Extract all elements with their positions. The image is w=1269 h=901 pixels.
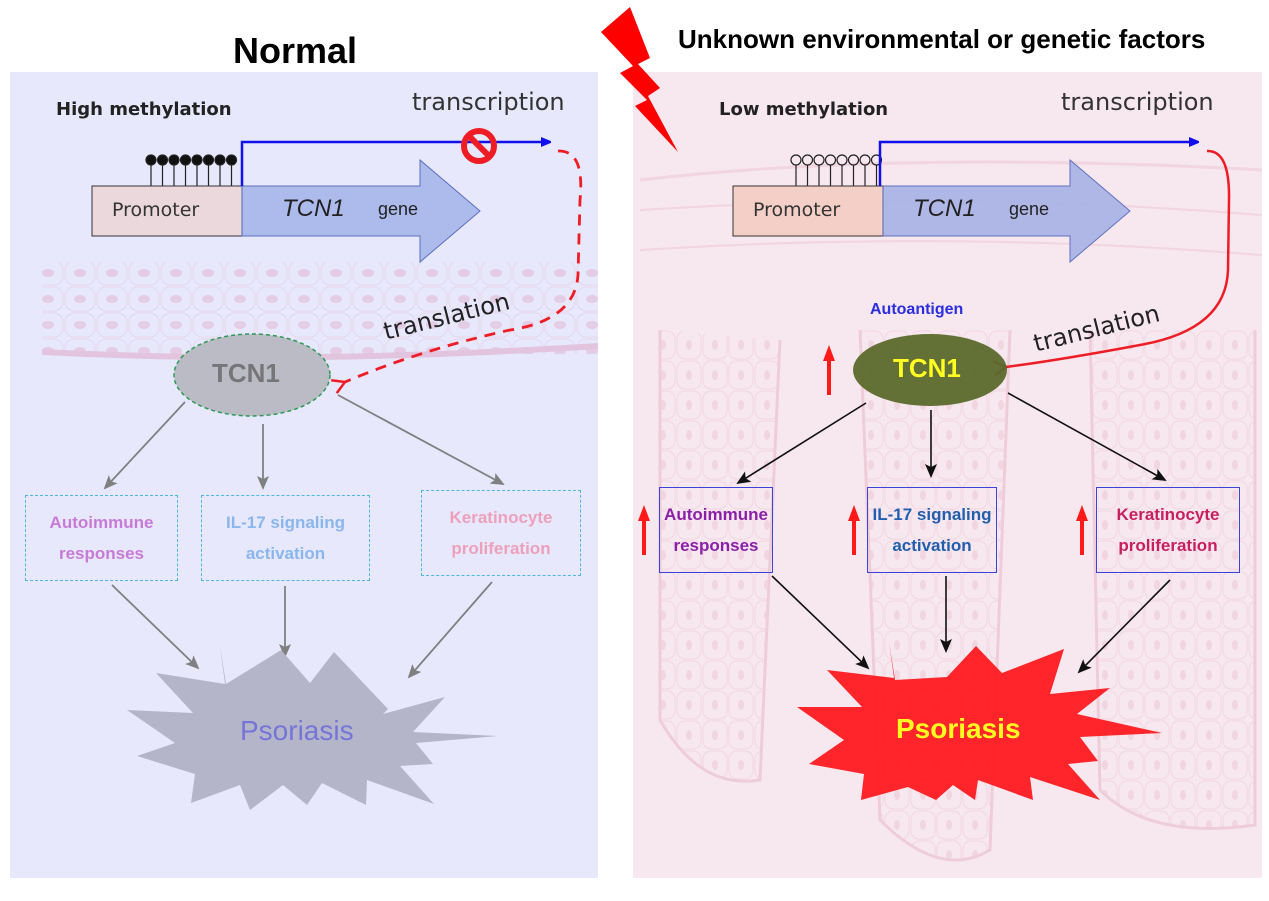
normal-effect-keratinocyte: Keratinocyte proliferation bbox=[421, 490, 581, 576]
methylated-cpg-icon bbox=[168, 154, 180, 166]
effect-line1: IL-17 signaling bbox=[225, 513, 346, 532]
disease-gene-construct bbox=[732, 142, 1231, 367]
tcn1-increase-arrow-icon bbox=[823, 345, 835, 395]
high-methylation-label: High methylation bbox=[56, 99, 232, 120]
effect-line2: activation bbox=[245, 544, 326, 563]
effect-line1: Keratinocyte bbox=[1116, 505, 1220, 524]
effect-line1: Autoimmune bbox=[664, 505, 768, 524]
disease-effect-keratinocyte: Keratinocyte proliferation bbox=[1096, 487, 1240, 573]
blocked-icon bbox=[461, 128, 497, 164]
unmethylated-cpg-icon bbox=[824, 154, 837, 166]
disease-psoriasis-label: Psoriasis bbox=[896, 713, 1021, 744]
arrow-tcn1-to-keratinocyte bbox=[337, 394, 505, 485]
autoantigen-label: Autoantigen bbox=[870, 301, 964, 318]
normal-title: Normal bbox=[232, 30, 358, 71]
effect-line2: activation bbox=[892, 536, 972, 555]
disease-tcn1-protein bbox=[853, 334, 1007, 406]
normal-gene-arrow bbox=[241, 158, 481, 264]
effect-line1: Autoimmune bbox=[49, 513, 154, 532]
effect-line2: proliferation bbox=[1118, 536, 1218, 555]
effect-line2: responses bbox=[673, 536, 759, 555]
il17-increase-arrow-icon bbox=[848, 505, 860, 555]
disease-effect-il17: IL-17 signaling activation bbox=[867, 487, 997, 573]
normal-effect-il17: IL-17 signaling activation bbox=[201, 495, 370, 581]
disease-psoriasis-burst bbox=[797, 642, 1162, 800]
unmethylated-cpg-icon bbox=[859, 154, 871, 166]
disease-effect-autoimmune: Autoimmune responses bbox=[659, 487, 773, 573]
keratinocyte-increase-arrow-icon bbox=[1076, 505, 1088, 555]
normal-psoriasis-label: Psoriasis bbox=[240, 715, 354, 746]
disease-tcn1-label: TCN1 bbox=[893, 353, 961, 383]
unmethylated-cpg-icon bbox=[790, 154, 802, 166]
arrow-autoimmune-to-psoriasis bbox=[111, 584, 200, 670]
methylated-cpg-icon bbox=[145, 154, 157, 166]
arrow-tcn1-to-keratinocyte bbox=[1007, 392, 1167, 481]
arrow-keratinocyte-to-psoriasis bbox=[407, 581, 493, 679]
autoimmune-increase-arrow-icon bbox=[638, 505, 650, 555]
arrow-keratinocyte-to-psoriasis bbox=[1077, 579, 1171, 674]
normal-psoriasis-burst bbox=[127, 645, 498, 810]
disease-gene-suffix: gene bbox=[1009, 199, 1050, 219]
disease-transcription-label: transcription bbox=[1061, 88, 1214, 116]
arrow-autoimmune-to-psoriasis bbox=[771, 575, 870, 670]
unmethylated-cpg-icon bbox=[801, 154, 814, 166]
methylated-cpg-icon bbox=[214, 154, 226, 166]
normal-tcn1-label: TCN1 bbox=[212, 358, 280, 388]
effect-line1: Keratinocyte bbox=[449, 508, 553, 527]
methylated-cpg-icon bbox=[179, 154, 192, 166]
arrow-tcn1-to-autoimmune bbox=[103, 401, 186, 490]
lightning-bolt-icon bbox=[601, 7, 678, 152]
disease-promoter-box bbox=[732, 185, 884, 237]
normal-gene-construct bbox=[91, 128, 583, 382]
methylated-cpg-icon bbox=[202, 154, 215, 166]
disease-transcription-arrow bbox=[878, 142, 1198, 186]
normal-transcription-label: transcription bbox=[412, 88, 565, 116]
effect-line2: proliferation bbox=[451, 539, 551, 558]
unmethylated-cpg-icon bbox=[847, 154, 860, 166]
disease-gene-arrow bbox=[882, 158, 1131, 264]
disease-promoter-label: Promoter bbox=[753, 199, 841, 221]
normal-gene-name: TCN1 bbox=[282, 195, 345, 222]
trigger-factors-title: Unknown environmental or genetic factors bbox=[678, 24, 1206, 54]
unmethylated-cpg-icon bbox=[870, 154, 883, 166]
normal-gene-suffix: gene bbox=[378, 199, 419, 219]
methylated-cpg-icon bbox=[156, 154, 169, 166]
effect-line1: IL-17 signaling bbox=[872, 505, 992, 524]
unmethylated-cpg-icon bbox=[813, 154, 825, 166]
normal-tcn1-protein bbox=[173, 333, 331, 417]
disease-gene-name: TCN1 bbox=[913, 195, 976, 222]
effect-line2: responses bbox=[58, 544, 145, 563]
methylated-cpg-sites bbox=[145, 154, 238, 186]
normal-promoter-label: Promoter bbox=[112, 199, 200, 221]
normal-transcription-arrow bbox=[240, 142, 550, 186]
low-methylation-label: Low methylation bbox=[719, 99, 889, 120]
arrow-tcn1-to-autoimmune bbox=[736, 402, 867, 485]
normal-translation-arrow bbox=[345, 149, 583, 382]
unmethylated-cpg-icon bbox=[836, 154, 848, 166]
normal-effect-autoimmune: Autoimmune responses bbox=[25, 495, 178, 581]
unmethylated-cpg-sites bbox=[790, 154, 883, 186]
methylated-cpg-icon bbox=[191, 154, 203, 166]
disease-translation-arrow bbox=[1006, 149, 1231, 367]
methylated-cpg-icon bbox=[225, 154, 238, 166]
normal-promoter-box bbox=[91, 185, 243, 237]
epidermis-cell-layer bbox=[41, 262, 599, 361]
